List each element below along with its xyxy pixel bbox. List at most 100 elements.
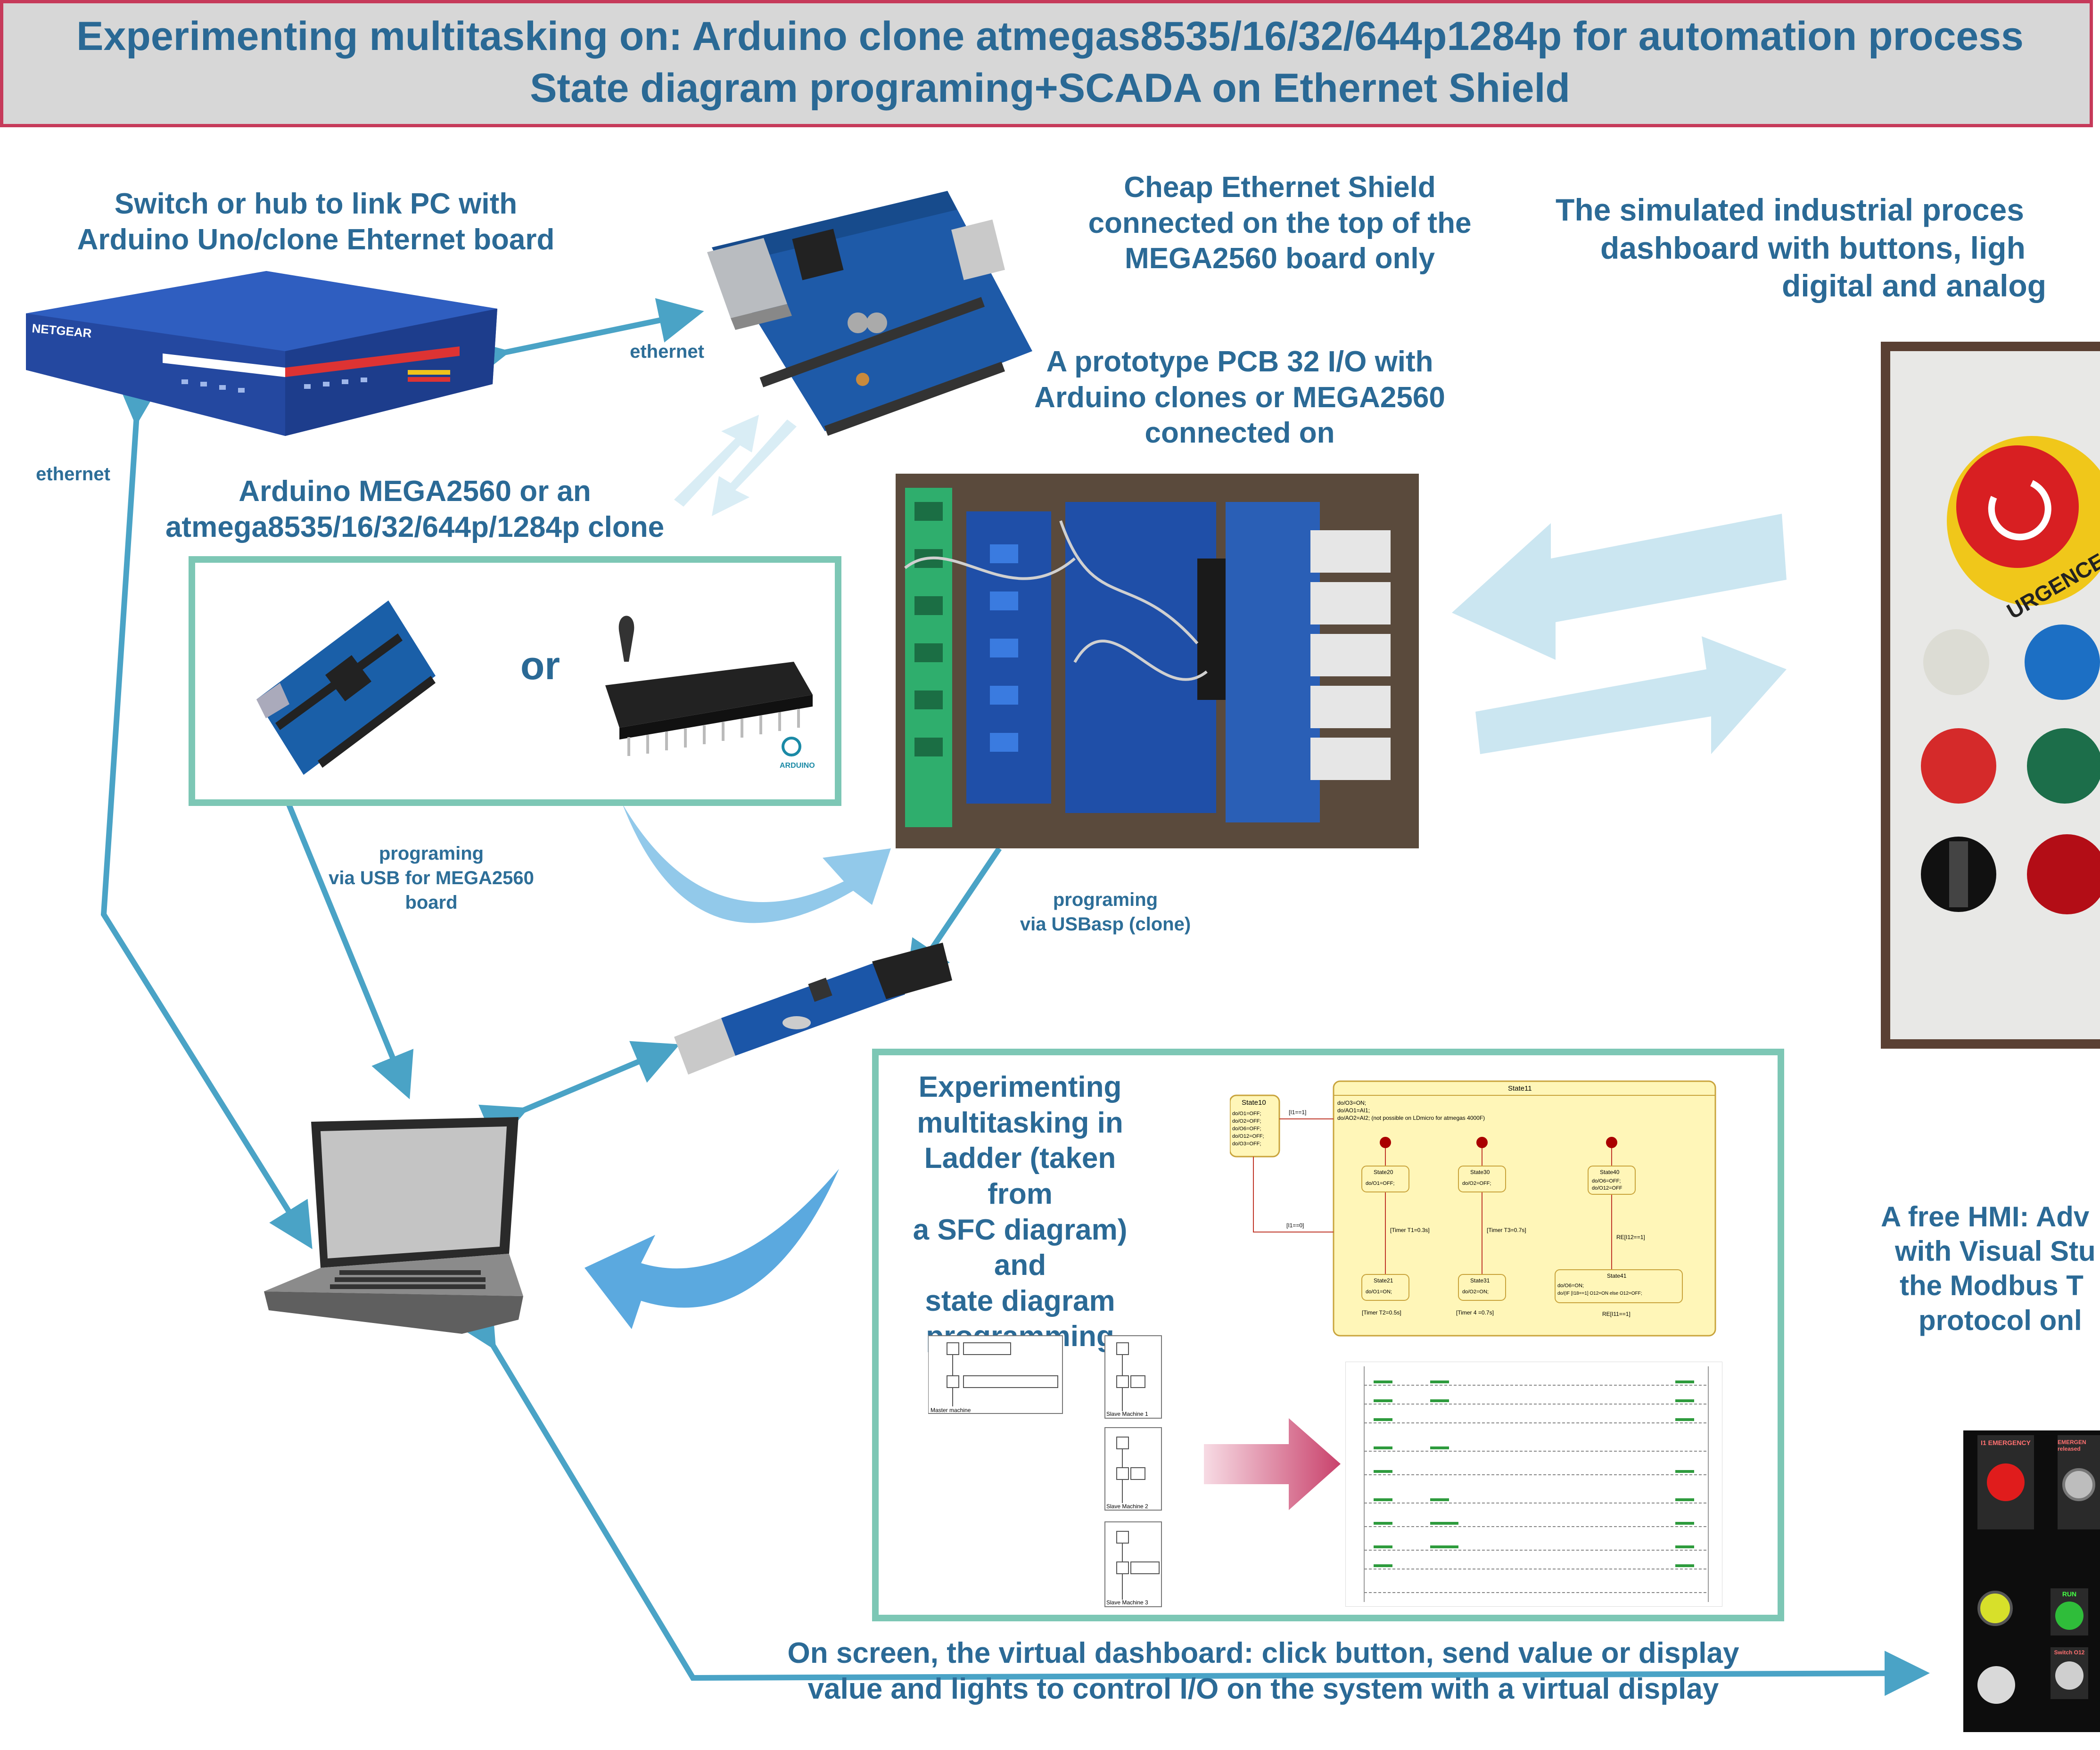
- switch-caption-line-2: Arduino Uno/clone Ehternet board: [77, 223, 555, 256]
- hmi-caption-line-4: protocol onl: [1919, 1304, 2082, 1336]
- dashboard-caption: On screen, the virtual dashboard: click …: [735, 1635, 1791, 1707]
- switch-caption-line-1: Switch or hub to link PC with: [114, 188, 518, 220]
- ladder-caption: Experimenting multitasking in Ladder (ta…: [888, 1069, 1152, 1355]
- state20-title: State20: [1374, 1169, 1393, 1175]
- hmi-run-label: RUN: [2062, 1590, 2077, 1598]
- dashboard-caption-line-2: value and lights to control I/O on the s…: [807, 1672, 1719, 1705]
- process-to-pcb-arrow: [1452, 514, 1787, 660]
- state10-line3: do/O6=OFF;: [1232, 1126, 1261, 1132]
- state21-title: State21: [1374, 1277, 1393, 1284]
- pcb-caption-line-2: Arduino clones or MEGA2560: [1034, 381, 1445, 414]
- ladder-caption-line-4: a SFC diagram) and: [913, 1213, 1128, 1282]
- usbasp-programming-line-2: via USBasp (clone): [1020, 914, 1191, 935]
- hmi-released-label: EMERGEN released: [2058, 1439, 2086, 1452]
- state41-line2: do/(IF [I18==1] O12=ON else O12=OFF;: [1557, 1291, 1642, 1296]
- process-caption-line-2: dashboard with buttons, ligh: [1600, 230, 2026, 265]
- sfc-diagrams: Master machine Slave Machine 1 Slave Mac…: [928, 1335, 1162, 1607]
- hmi-run-button[interactable]: [2055, 1602, 2084, 1630]
- hmi-emergency-button[interactable]: [1987, 1463, 2025, 1501]
- shield-caption-line-2: connected on the top of the: [1088, 206, 1472, 239]
- red-pilot-light: [2027, 834, 2100, 914]
- state11-line1: do/O3=ON;: [1337, 1100, 1366, 1106]
- usb-programming-line-1: programing: [379, 843, 484, 864]
- process-caption: The simulated industrial proces dashboar…: [1556, 191, 2100, 305]
- hmi-caption-line-2: with Visual Stu: [1895, 1235, 2096, 1267]
- ladder-caption-line-1: Experimenting: [918, 1071, 1122, 1103]
- hmi-caption-line-3: the Modbus T: [1900, 1270, 2084, 1302]
- green-button: [2027, 728, 2100, 804]
- hmi-switch-tile: Switch O12: [2051, 1647, 2088, 1699]
- conversion-arrow: [1204, 1418, 1341, 1510]
- state10-title: State10: [1242, 1099, 1266, 1107]
- usbasp-programming-line-1: programing: [1053, 889, 1158, 910]
- title-banner: Experimenting multitasking on: Arduino c…: [0, 0, 2093, 127]
- usb-programming-line-2: via USB for MEGA2560: [329, 868, 534, 888]
- usbasp-programming-label: programing via USBasp (clone): [985, 887, 1226, 937]
- state10-line1: do/O1=OFF;: [1232, 1111, 1261, 1117]
- cond-re11: RE[I11==1]: [1602, 1311, 1631, 1317]
- pcb-caption: A prototype PCB 32 I/O with Arduino clon…: [999, 344, 1480, 451]
- hmi-switch-button[interactable]: [2055, 1661, 2084, 1690]
- arduino-logo-text: ARDUINO: [780, 762, 815, 770]
- mega-laptop-arrow: [232, 709, 414, 1100]
- hmi-yellow-light: [1977, 1591, 2013, 1626]
- state11-title: State11: [1508, 1085, 1532, 1093]
- pcb-caption-line-3: connected on: [1145, 417, 1335, 450]
- controller-options-panel: or ARDUINO: [189, 556, 841, 806]
- ethernet-top-label: ethernet: [630, 341, 704, 362]
- state11-line2: do/AO1=AI1;: [1337, 1107, 1370, 1114]
- programming-panel: Experimenting multitasking in Ladder (ta…: [872, 1049, 1784, 1621]
- switch-shield-arrow: [461, 298, 704, 383]
- white-button: [1923, 629, 1989, 695]
- sfc-slave2-label: Slave Machine 2: [1106, 1503, 1148, 1510]
- curved-arrow-to-laptop: [585, 1169, 839, 1329]
- ladder-caption-line-2: multitasking in: [917, 1106, 1123, 1139]
- state31-body: do/O2=ON;: [1462, 1289, 1489, 1295]
- shield-caption: Cheap Ethernet Shield connected on the t…: [1037, 170, 1523, 277]
- hmi-released-button[interactable]: [2062, 1468, 2095, 1501]
- dashboard-caption-line-1: On screen, the virtual dashboard: click …: [787, 1637, 1739, 1669]
- ladder-caption-line-5: state diagram: [925, 1284, 1115, 1317]
- state40-line2: do/O12=OFF: [1592, 1185, 1622, 1191]
- cond-i1-off: [I1==0]: [1286, 1222, 1304, 1229]
- state30-title: State30: [1470, 1169, 1490, 1175]
- hmi-caption-line-1: A free HMI: Adv: [1881, 1201, 2090, 1232]
- ethernet-shield-image: [707, 191, 1032, 436]
- switch-laptop-arrow: [100, 379, 313, 1249]
- usb-programming-label: programing via USB for MEGA2560 board: [311, 841, 552, 915]
- hmi-selector-knob[interactable]: [1977, 1666, 2015, 1704]
- sfc-slave3-label: Slave Machine 3: [1106, 1599, 1148, 1606]
- network-switch-image: NETGEAR: [26, 271, 497, 436]
- state30-body: do/O2=OFF;: [1462, 1181, 1491, 1186]
- red-button: [1921, 728, 1996, 804]
- state11-line3: do/AO2=AI2; (not possible on LDmicro for…: [1337, 1115, 1485, 1121]
- state20-body: do/O1=OFF;: [1366, 1181, 1394, 1186]
- timer-t2: [Timer T2=0.5s]: [1362, 1309, 1401, 1316]
- sfc-master-label: Master machine: [931, 1407, 971, 1413]
- faded-arrow-up: [674, 415, 759, 507]
- state40-title: State40: [1600, 1169, 1620, 1175]
- blue-button: [2025, 624, 2100, 700]
- control-box-photo: URGENCE: [1881, 342, 2100, 1049]
- state10-line5: do/O3=OFF;: [1232, 1141, 1261, 1147]
- faded-arrow-down: [712, 419, 797, 516]
- usbasp-programmer-image: [674, 943, 952, 1075]
- or-label: or: [520, 643, 560, 688]
- hmi-released-tile: EMERGEN released: [2058, 1435, 2100, 1529]
- process-caption-line-3: digital and analog: [1782, 268, 2047, 304]
- arduino-mega-image: [256, 600, 436, 775]
- shield-caption-line-1: Cheap Ethernet Shield: [1124, 171, 1436, 204]
- mega-caption-line-1: Arduino MEGA2560 or an: [239, 475, 591, 508]
- state-diagram: State10 do/O1=OFF; do/O2=OFF; do/O6=OFF;…: [1230, 1080, 1716, 1337]
- hmi-caption: A free HMI: Adv with Visual Stu the Modb…: [1881, 1200, 2100, 1338]
- timer-t3: [Timer T3=0.7s]: [1487, 1227, 1526, 1233]
- pcb-caption-line-1: A prototype PCB 32 I/O with: [1046, 345, 1433, 378]
- mega-caption-line-2: atmega8535/16/32/644p/1284p clone: [165, 510, 665, 543]
- mega-caption: Arduino MEGA2560 or an atmega8535/16/32/…: [123, 474, 707, 545]
- ladder-caption-line-3: Ladder (taken from: [924, 1142, 1116, 1210]
- curved-arrow-to-pcb: [622, 804, 891, 923]
- state21-body: do/O1=ON;: [1366, 1289, 1392, 1295]
- hmi-emergency-label: I1 EMERGENCY: [1981, 1439, 2031, 1446]
- state41-title: State41: [1607, 1273, 1627, 1279]
